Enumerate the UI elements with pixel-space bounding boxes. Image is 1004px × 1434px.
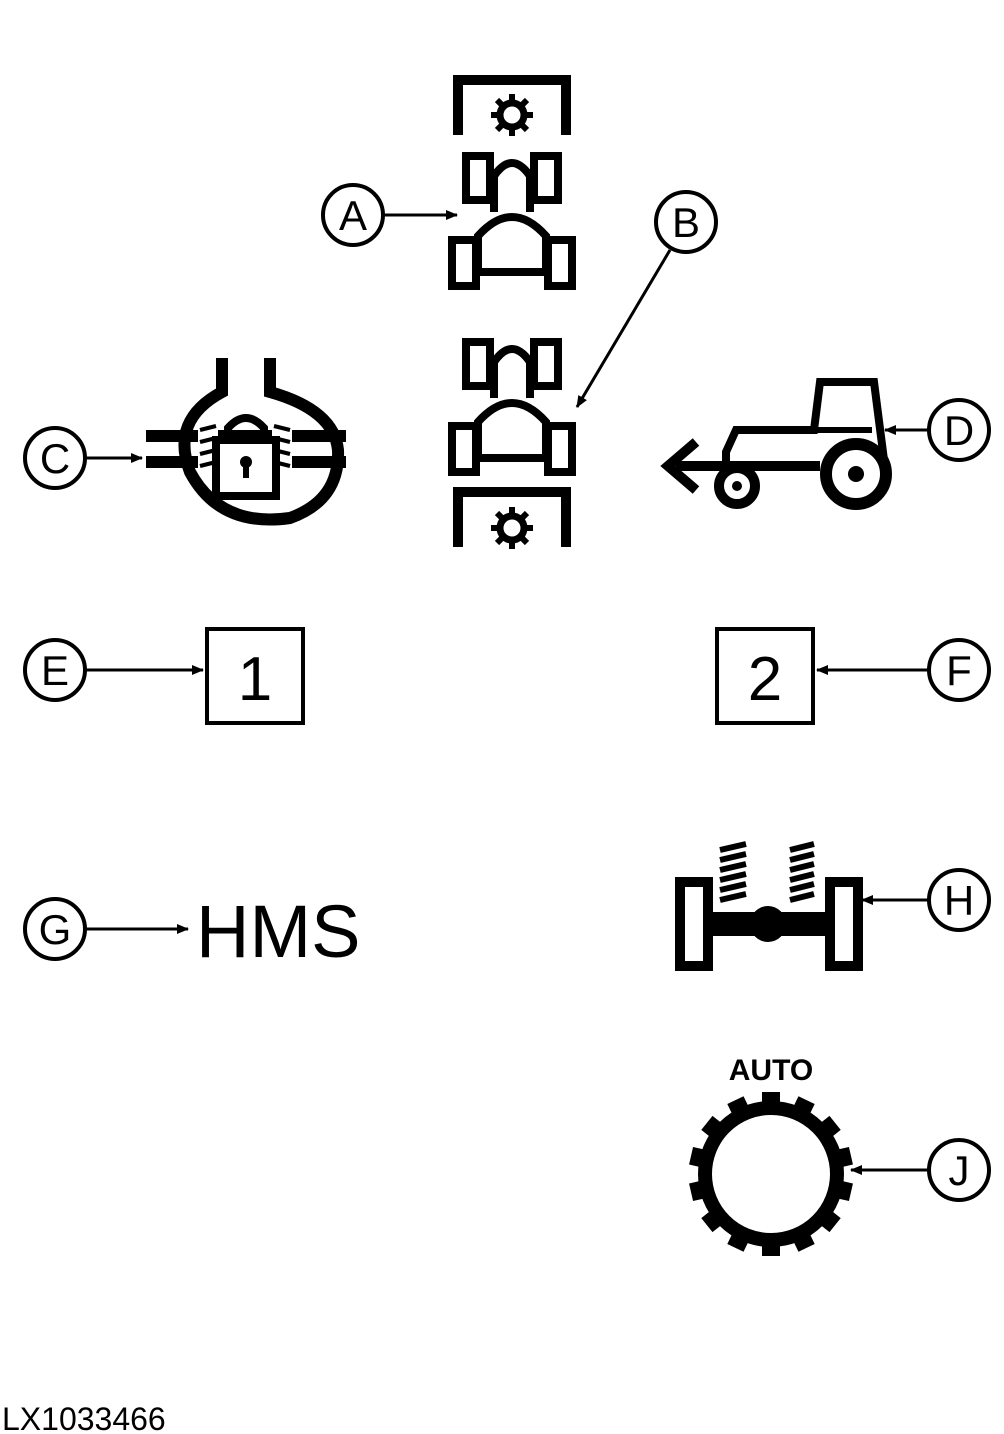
callout-leaders bbox=[86, 210, 928, 1175]
svg-text:A: A bbox=[339, 192, 367, 239]
tractor-top-view-icon bbox=[448, 338, 576, 476]
front-pto-icon bbox=[448, 75, 576, 290]
gear-icon bbox=[491, 507, 533, 549]
gear-icon bbox=[491, 94, 533, 136]
auto-label: AUTO bbox=[729, 1054, 813, 1087]
tractor-top-view-icon bbox=[448, 152, 576, 290]
callout-f: F bbox=[927, 638, 991, 702]
svg-text:C: C bbox=[40, 435, 70, 482]
callout-a: A bbox=[321, 183, 385, 247]
figure-id: LX1033466 bbox=[2, 1401, 166, 1434]
spring-icon bbox=[719, 841, 815, 903]
svg-text:G: G bbox=[39, 906, 72, 953]
tractor-reverse-icon bbox=[660, 378, 892, 510]
svg-text:E: E bbox=[41, 647, 69, 694]
button-box-2: 2 bbox=[715, 627, 815, 725]
callout-j: J bbox=[927, 1138, 991, 1202]
callout-h: H bbox=[927, 868, 991, 932]
callout-c: C bbox=[23, 426, 87, 490]
rear-pto-icon bbox=[448, 338, 576, 549]
box-1-label: 1 bbox=[238, 645, 272, 714]
auto-gear-icon: AUTO bbox=[689, 1054, 853, 1256]
hms-label: HMS bbox=[196, 890, 360, 973]
svg-text:B: B bbox=[672, 199, 700, 246]
button-box-1: 1 bbox=[205, 627, 305, 725]
callout-b: B bbox=[654, 190, 718, 254]
axle-suspension-icon bbox=[675, 841, 863, 971]
callout-g: G bbox=[23, 897, 87, 961]
box-2-label: 2 bbox=[748, 645, 782, 714]
svg-text:J: J bbox=[949, 1147, 970, 1194]
differential-lock-icon bbox=[146, 358, 346, 526]
svg-text:H: H bbox=[944, 877, 974, 924]
padlock-icon bbox=[212, 414, 280, 500]
svg-text:F: F bbox=[946, 647, 972, 694]
callout-e: E bbox=[23, 638, 87, 702]
svg-text:D: D bbox=[944, 407, 974, 454]
leader-b bbox=[575, 249, 672, 408]
callout-d: D bbox=[927, 398, 991, 462]
